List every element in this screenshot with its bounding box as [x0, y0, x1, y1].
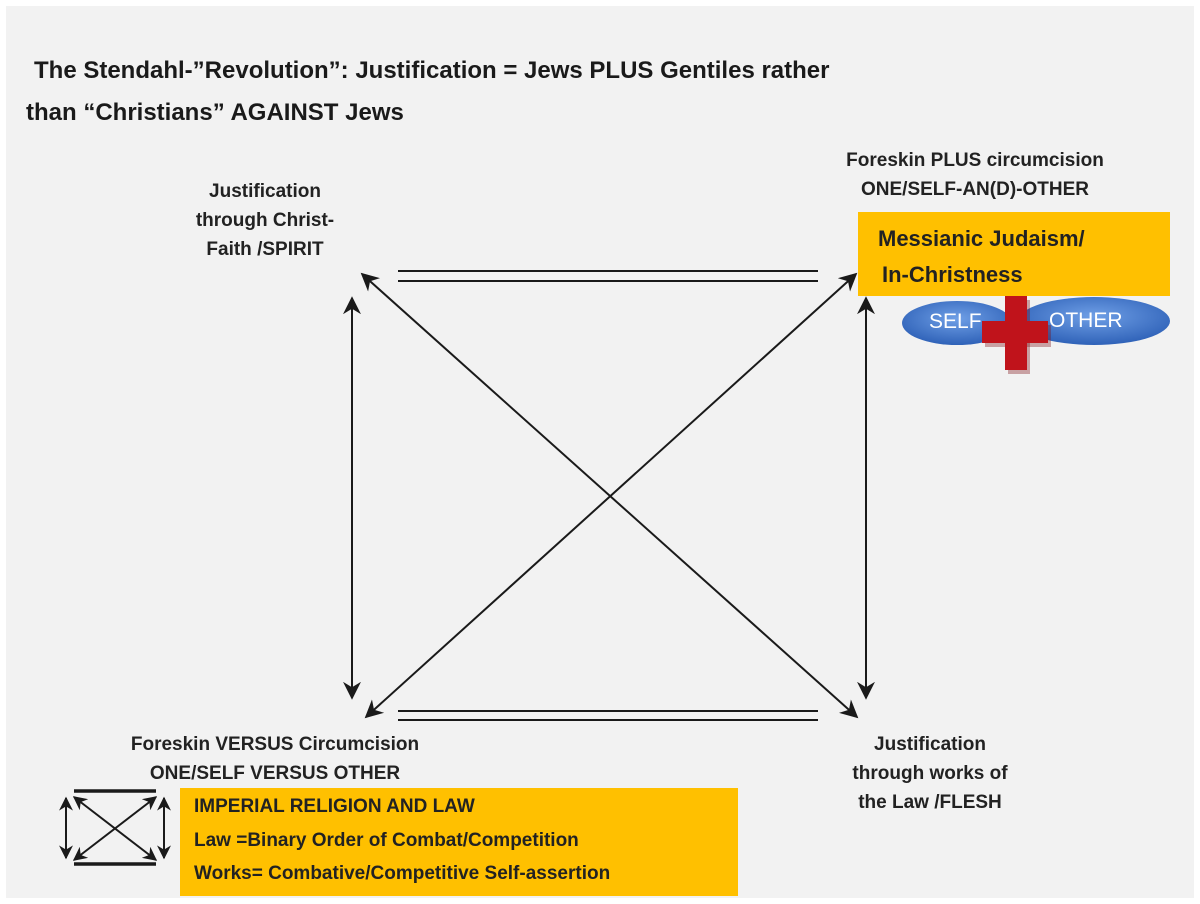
self-label: SELF [929, 310, 982, 333]
other-ellipse [1018, 297, 1170, 345]
messianic-line-2: In-Christness [882, 262, 1023, 287]
imperial-religion-box: IMPERIAL RELIGION AND LAW Law =Binary Or… [180, 788, 738, 896]
title-line-2: than “Christians” AGAINST Jews [26, 99, 404, 126]
messianic-line-1: Messianic Judaism/ [878, 226, 1085, 251]
label-bottom-left: Foreskin VERSUS Circumcision ONE/SELF VE… [130, 734, 420, 784]
red-cross-icon [982, 296, 1051, 374]
label-bottom-right: Justification through works of the Law /… [852, 734, 1008, 813]
label-top-right: Foreskin PLUS circumcision ONE/SELF-AN(D… [846, 150, 1104, 200]
imperial-line-2: Works= Combative/Competitive Self-assert… [194, 863, 611, 884]
messianic-judaism-box: Messianic Judaism/ In-Christness [858, 212, 1170, 296]
title-line-1: The Stendahl-”Revolution”: Justification… [34, 57, 830, 84]
other-label: OTHER [1049, 309, 1123, 332]
label-top-left: Justification through Christ- Faith /SPI… [195, 181, 335, 260]
imperial-line-1: Law =Binary Order of Combat/Competition [194, 830, 579, 851]
small-square-arrows-icon [59, 789, 171, 866]
diagonal-arrow-bottomleft-topright [364, 272, 858, 719]
imperial-heading: IMPERIAL RELIGION AND LAW [194, 796, 475, 817]
